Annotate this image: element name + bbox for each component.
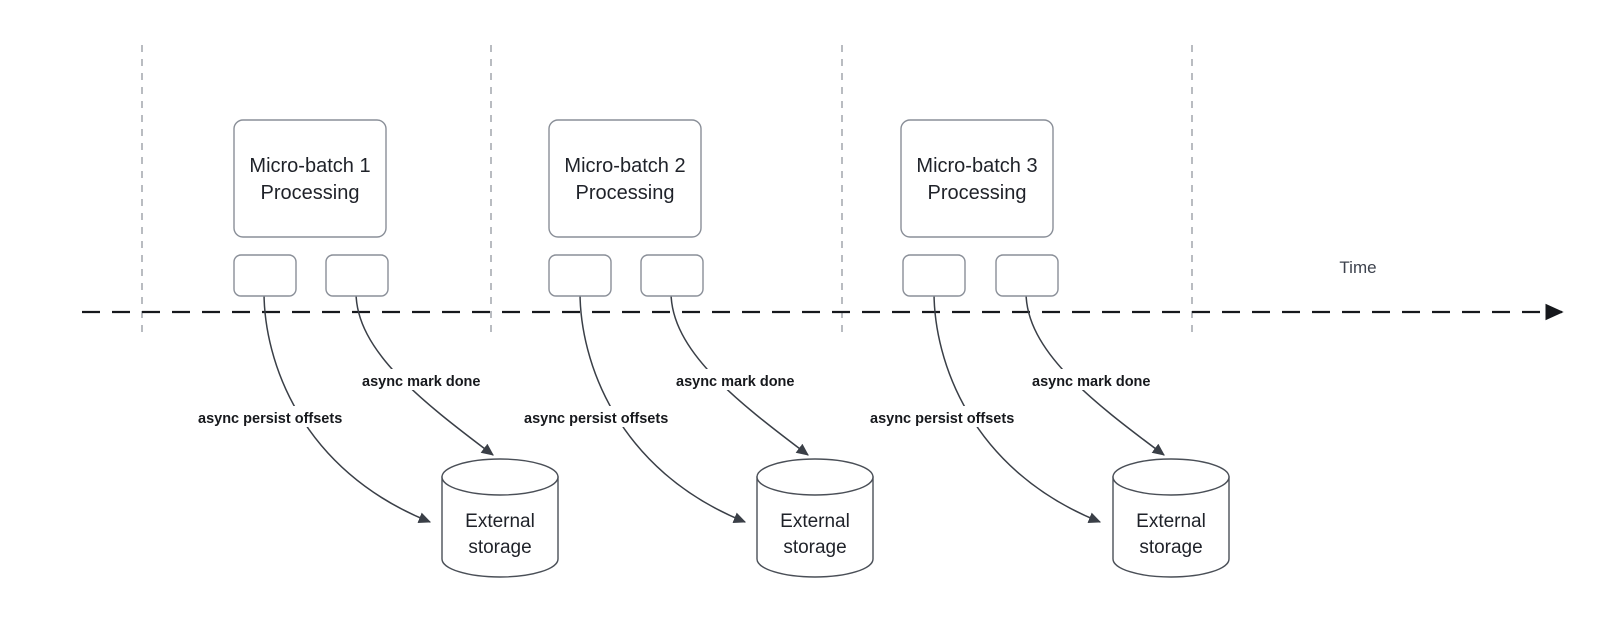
time-axis-label: Time: [1339, 258, 1376, 277]
micro-batch-box-2-subtitle: Processing: [576, 182, 675, 204]
mark-done-label-1: async mark done: [362, 374, 480, 390]
external-storage-cylinder-2-top: [756, 458, 874, 496]
micro-batch-box-1-rect[interactable]: [233, 119, 387, 238]
persist-offsets-label-3: async persist offsets: [870, 411, 1014, 427]
external-storage-cylinder-2-body[interactable]: [756, 476, 874, 578]
mark-done-label-2: async mark done: [676, 374, 794, 390]
group-3: Micro-batch 3 Processing External storag…: [868, 119, 1230, 578]
external-storage-cylinder-3[interactable]: External storage: [1112, 458, 1230, 578]
task-box-1b[interactable]: [325, 254, 389, 297]
micro-batch-box-2[interactable]: Micro-batch 2 Processing: [548, 119, 702, 238]
external-storage-label-1b: storage: [468, 537, 531, 558]
persist-offsets-label-bg-1: [196, 406, 374, 427]
external-storage-label-3b: storage: [1139, 537, 1202, 558]
task-box-3b[interactable]: [995, 254, 1059, 297]
mark-done-label-bg-2: [674, 369, 816, 390]
external-storage-label-2a: External: [780, 511, 850, 532]
micro-batch-box-3-subtitle: Processing: [928, 182, 1027, 204]
mark-done-label-bg-1: [360, 369, 502, 390]
micro-batch-box-2-rect[interactable]: [548, 119, 702, 238]
group-2: Micro-batch 2 Processing External storag…: [522, 119, 874, 578]
mark-done-label-bg-3: [1030, 369, 1172, 390]
external-storage-label-2b: storage: [783, 537, 846, 558]
external-storage-cylinder-1-body[interactable]: [441, 476, 559, 578]
time-axis: Time: [82, 258, 1564, 321]
task-box-2a[interactable]: [548, 254, 612, 297]
micro-batch-box-1-subtitle: Processing: [261, 182, 360, 204]
micro-batch-box-3-title: Micro-batch 3: [916, 155, 1037, 177]
external-storage-cylinder-1-top: [441, 458, 559, 496]
mark-done-label-3: async mark done: [1032, 374, 1150, 390]
external-storage-cylinder-1[interactable]: External storage: [441, 458, 559, 578]
persist-offsets-label-1: async persist offsets: [198, 411, 342, 427]
micro-batch-box-3[interactable]: Micro-batch 3 Processing: [900, 119, 1054, 238]
group-1: Micro-batch 1 Processing External storag…: [196, 119, 559, 578]
timeline-tick-marks: [141, 45, 1193, 333]
micro-batch-box-1[interactable]: Micro-batch 1 Processing: [233, 119, 387, 238]
external-storage-cylinder-3-body[interactable]: [1112, 476, 1230, 578]
micro-batch-box-2-title: Micro-batch 2: [564, 155, 685, 177]
external-storage-label-3a: External: [1136, 511, 1206, 532]
task-box-1a[interactable]: [233, 254, 297, 297]
task-box-2b[interactable]: [640, 254, 704, 297]
external-storage-cylinder-2[interactable]: External storage: [756, 458, 874, 578]
persist-offsets-label-bg-3: [868, 406, 1046, 427]
persist-offsets-label-bg-2: [522, 406, 700, 427]
external-storage-label-1a: External: [465, 511, 535, 532]
micro-batch-box-1-title: Micro-batch 1: [249, 155, 370, 177]
micro-batch-box-3-rect[interactable]: [900, 119, 1054, 238]
external-storage-cylinder-3-top: [1112, 458, 1230, 496]
persist-offsets-label-2: async persist offsets: [524, 411, 668, 427]
task-box-3a[interactable]: [902, 254, 966, 297]
